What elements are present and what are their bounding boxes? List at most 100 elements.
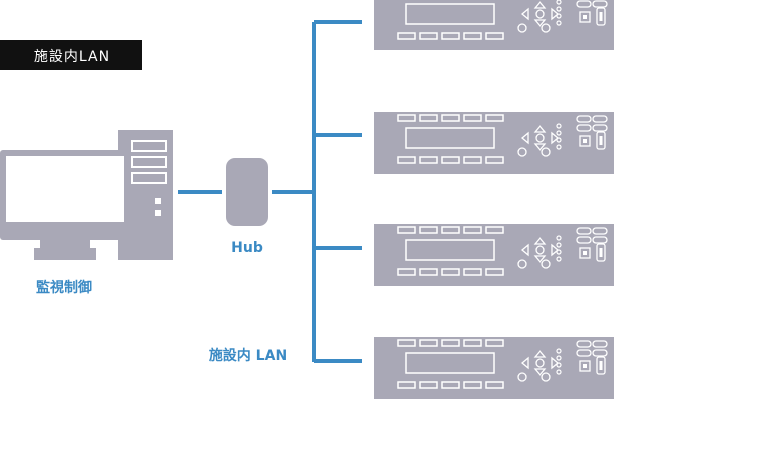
device-top-button (485, 339, 504, 347)
device-top-button (485, 226, 504, 234)
device-bottom-button (419, 156, 438, 164)
device-usb-a-port-inner (599, 361, 603, 370)
device-right-button (592, 124, 608, 132)
device-bottom-button (441, 381, 460, 389)
device-led (556, 0, 562, 5)
device-dpad-left-icon (520, 131, 529, 145)
device-bottom-button (485, 32, 504, 40)
device-knob-right (541, 147, 551, 157)
device-dpad-up-icon (533, 236, 547, 245)
device-dpad-center (535, 358, 545, 368)
device-dpad-left-icon (520, 243, 529, 257)
device-knob-left (517, 259, 527, 269)
device-right-button (592, 227, 608, 235)
device-top-button (441, 339, 460, 347)
device-usb-a-port-icon (596, 131, 606, 150)
device-led (556, 235, 562, 241)
device-top-button (397, 339, 416, 347)
device-right-button (592, 236, 608, 244)
device-bottom-button (463, 268, 482, 276)
device-led (556, 6, 562, 12)
device-bottom-button (397, 381, 416, 389)
device-right-button (576, 349, 592, 357)
device-led (556, 249, 562, 255)
device-usb-b-port-inner (583, 15, 587, 19)
device-usb-a-port-icon (596, 243, 606, 262)
device-display (405, 127, 495, 149)
device-dpad-center (535, 245, 545, 255)
pc-tower-drive-2 (131, 156, 167, 168)
network-lines (178, 22, 316, 362)
device-bottom-button (397, 156, 416, 164)
device-usb-b-port-inner (583, 364, 587, 368)
device-led (556, 242, 562, 248)
device-right-button (592, 0, 608, 8)
device-display (405, 239, 495, 261)
device-usb-b-port-inner (583, 139, 587, 143)
device-bottom-button (463, 381, 482, 389)
pc-tower-button-2 (155, 210, 161, 216)
device-knob-right (541, 372, 551, 382)
device-top-button (441, 226, 460, 234)
device-right-button (576, 124, 592, 132)
network-hub-icon (226, 158, 268, 226)
device-top-button (419, 339, 438, 347)
device-dpad-right-icon (551, 131, 560, 145)
lan-branches (314, 20, 362, 363)
device-display (405, 3, 495, 25)
device-top-button (419, 114, 438, 122)
device-bottom-button (419, 381, 438, 389)
device-bottom-button (485, 268, 504, 276)
pc-tower-drive-1 (131, 140, 167, 152)
device-dpad-up-icon (533, 0, 547, 9)
device-bottom-button (419, 32, 438, 40)
device-usb-b-port-icon (579, 360, 591, 372)
device-usb-b-port-icon (579, 135, 591, 147)
lan-badge-label: 施設内LAN (34, 49, 110, 65)
device-knob-right (541, 23, 551, 33)
device-top-button (463, 226, 482, 234)
device-bottom-button (463, 156, 482, 164)
device-dpad-right-icon (551, 7, 560, 21)
device-bottom-button (485, 381, 504, 389)
device-led (556, 13, 562, 19)
device-dpad-down-icon (533, 255, 547, 264)
device-top-button (463, 339, 482, 347)
device-knob-right (541, 259, 551, 269)
lan-label: 施設内 LAN (209, 347, 287, 364)
device-led (556, 137, 562, 143)
device-bottom-button (441, 32, 460, 40)
device-led (556, 123, 562, 129)
device-dpad-left-icon (520, 7, 529, 21)
desktop-computer-icon (0, 130, 173, 260)
device-usb-a-port-inner (599, 136, 603, 145)
monitor-control-label: 監視制御 (36, 279, 92, 296)
device-display (405, 352, 495, 374)
lan-badge-background (0, 40, 142, 70)
device-knob-left (517, 23, 527, 33)
device-right-button (576, 227, 592, 235)
device-right-button (592, 115, 608, 123)
device-top-button (397, 114, 416, 122)
device-bottom-button (397, 32, 416, 40)
rack-device-2 (374, 112, 614, 174)
device-right-button (576, 340, 592, 348)
device-led (556, 362, 562, 368)
device-dpad-up-icon (533, 349, 547, 358)
device-right-button (576, 0, 592, 8)
device-led (556, 130, 562, 136)
device-top-button (485, 114, 504, 122)
device-top-button (419, 226, 438, 234)
device-dpad-right-icon (551, 356, 560, 370)
device-dpad-down-icon (533, 368, 547, 377)
pc-monitor-neck (40, 240, 90, 248)
device-dpad-down-icon (533, 19, 547, 28)
device-usb-b-port-inner (583, 251, 587, 255)
device-usb-b-port-icon (579, 11, 591, 23)
device-bottom-button (485, 156, 504, 164)
device-dpad-center (535, 133, 545, 143)
rack-device-4 (374, 337, 614, 399)
device-usb-a-port-inner (599, 248, 603, 257)
device-led (556, 20, 562, 26)
